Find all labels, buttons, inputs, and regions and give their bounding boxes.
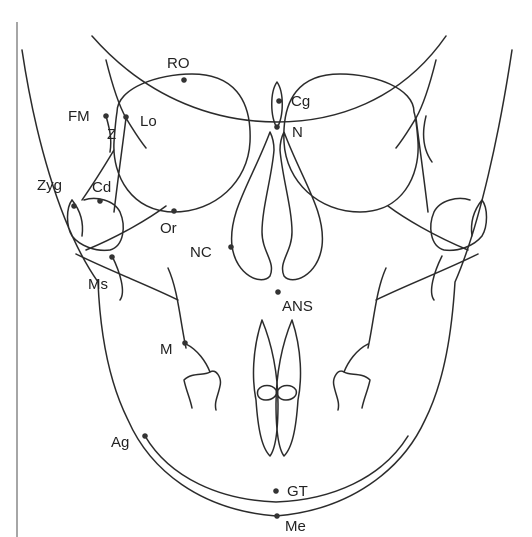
crista-galli	[272, 82, 283, 128]
right-maxilla-line	[368, 268, 386, 348]
right-molar	[334, 371, 370, 410]
label-gt: GT	[287, 483, 308, 500]
point-ro	[181, 77, 187, 83]
label-me: Me	[285, 518, 306, 535]
point-gt	[273, 488, 279, 494]
incisor-crown-right	[277, 386, 296, 401]
label-lo: Lo	[140, 113, 157, 130]
label-or: Or	[160, 220, 177, 237]
label-ag: Ag	[111, 434, 129, 451]
point-cd	[97, 198, 103, 204]
right-ramus	[432, 256, 442, 300]
point-lo	[123, 114, 129, 120]
point-zyg	[71, 203, 77, 209]
point-m	[182, 340, 188, 346]
label-ms: Ms	[88, 276, 108, 293]
left-molar	[184, 371, 220, 410]
point-ans	[275, 289, 281, 295]
label-fm: FM	[68, 108, 90, 125]
point-nc	[228, 244, 234, 250]
cranial-arc	[92, 36, 446, 122]
label-cg: Cg	[291, 93, 310, 110]
label-zyg: Zyg	[37, 177, 62, 194]
right-zyg-arch	[376, 254, 478, 300]
right-lateral-rim-2	[416, 118, 428, 212]
label-m: M	[160, 341, 173, 358]
nasal-cavity-right	[280, 132, 322, 280]
landmark-labels: RO Cg FM Lo Z N Zyg Cd Or NC Ms ANS M Ag…	[37, 55, 313, 535]
label-ans: ANS	[282, 298, 313, 315]
left-molar-root	[186, 344, 210, 372]
point-ms	[109, 254, 115, 260]
point-ag	[142, 433, 148, 439]
right-molar-root	[344, 344, 368, 372]
right-lateral-rim-1	[396, 60, 436, 148]
incisor-crown-left	[257, 386, 276, 401]
label-nc: NC	[190, 244, 212, 261]
left-ramus	[112, 256, 122, 300]
nasal-cavity-left	[232, 132, 274, 280]
left-zyg-arch-2	[86, 206, 166, 250]
point-or	[171, 208, 177, 214]
label-z: Z	[107, 126, 116, 143]
right-lateral-rim-3	[424, 116, 432, 162]
point-cg	[276, 98, 282, 104]
left-orbit	[114, 74, 250, 212]
left-maxilla-line	[168, 268, 186, 348]
point-me	[274, 513, 280, 519]
point-n	[274, 124, 280, 130]
point-fm	[103, 113, 109, 119]
label-n: N	[292, 124, 303, 141]
label-ro: RO	[167, 55, 190, 72]
label-cd: Cd	[92, 179, 111, 196]
